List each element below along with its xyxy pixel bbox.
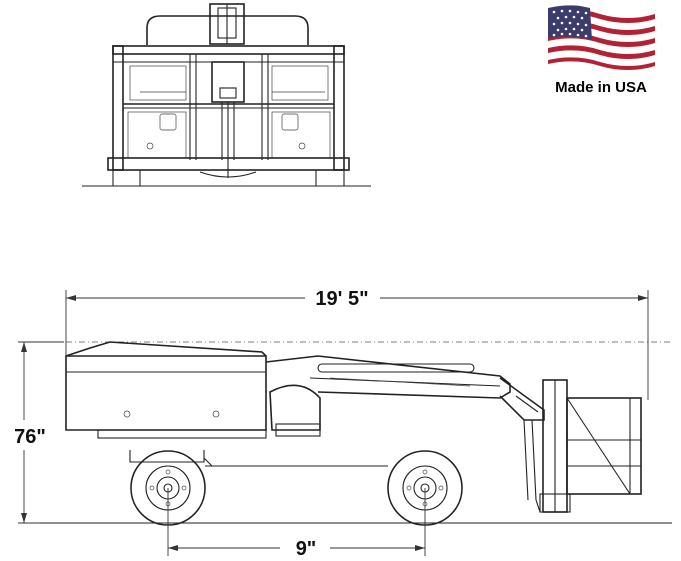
dimension-wheelbase: 9" bbox=[167, 488, 426, 560]
height-label: 76" bbox=[14, 426, 46, 448]
us-flag-icon bbox=[548, 5, 655, 70]
dimension-height: 76" bbox=[14, 341, 64, 524]
wheelbase-label: 9" bbox=[296, 538, 317, 560]
front-view-drawing bbox=[82, 3, 371, 187]
side-view-drawing bbox=[40, 341, 672, 526]
dimension-overall-length: 19' 5" bbox=[65, 288, 649, 400]
made-in-usa-badge: Made in USA bbox=[548, 5, 655, 96]
made-in-usa-text: Made in USA bbox=[555, 79, 647, 96]
overall-length-label: 19' 5" bbox=[315, 288, 368, 310]
